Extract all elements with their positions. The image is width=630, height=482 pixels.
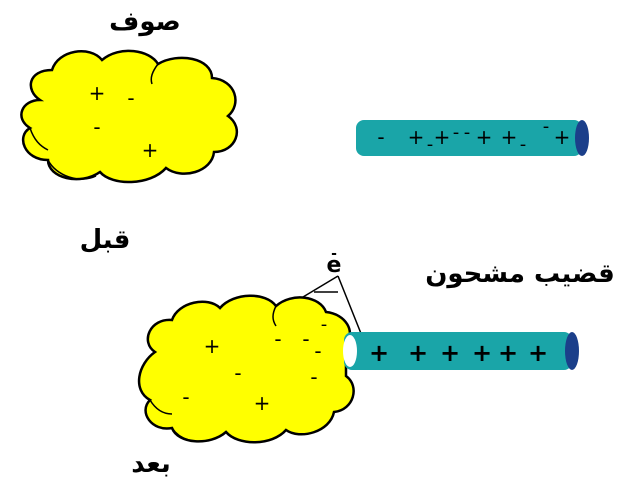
rod-before-minus-1: - <box>377 125 384 149</box>
wool-before-plus-1: + <box>89 81 106 105</box>
wool-after-plus-1: + <box>204 334 221 358</box>
rod-after <box>343 332 579 370</box>
wool-after <box>137 294 355 444</box>
rod-before-plus-3: + <box>476 125 493 149</box>
rod-before-minus-3: - <box>453 122 460 143</box>
wool-after-minus-6: - <box>310 365 317 389</box>
rod-after-plus-3: + <box>440 339 460 367</box>
rod-after-plus-6: + <box>528 339 548 367</box>
wool-after-minus-5: - <box>234 361 241 385</box>
wool-after-minus-1: - <box>274 327 281 351</box>
rod-after-plus-5: + <box>498 339 518 367</box>
rod-before-plus-1: + <box>408 125 425 149</box>
rod-before-plus-4: + <box>501 125 518 149</box>
rod-before-minus-6: - <box>543 116 550 137</box>
charged-rod-label: قضيب مشحون <box>425 259 615 289</box>
after-label: بعد <box>131 449 170 479</box>
electron-minus-mark: - <box>331 246 337 262</box>
rod-before-minus-5: - <box>520 134 527 155</box>
wool-after-minus-4: - <box>314 339 321 363</box>
wool-after-minus-3: - <box>321 314 328 335</box>
wool-before <box>20 49 239 184</box>
rod-before-minus-4: - <box>464 122 471 143</box>
rod-after-plus-1: + <box>369 339 389 367</box>
rod-after-plus-4: + <box>472 339 492 367</box>
wool-before-minus-1: - <box>127 86 134 110</box>
wool-label: صوف <box>109 7 181 37</box>
wool-before-minus-2: - <box>93 115 100 139</box>
rod-after-plus-2: + <box>408 339 428 367</box>
wool-before-plus-2: + <box>142 138 159 162</box>
electron-label: e <box>327 253 342 278</box>
rod-before-plus-2: + <box>434 125 451 149</box>
electron-pointer <box>297 275 363 337</box>
wool-after-plus-2: + <box>254 391 271 415</box>
rod-before-minus-2: - <box>427 134 434 155</box>
before-label: قبل <box>80 225 131 255</box>
rod-before-plus-5: + <box>554 125 571 149</box>
wool-after-minus-2: - <box>302 327 309 351</box>
wool-after-minus-7: - <box>182 385 189 409</box>
rod-before <box>356 120 589 156</box>
